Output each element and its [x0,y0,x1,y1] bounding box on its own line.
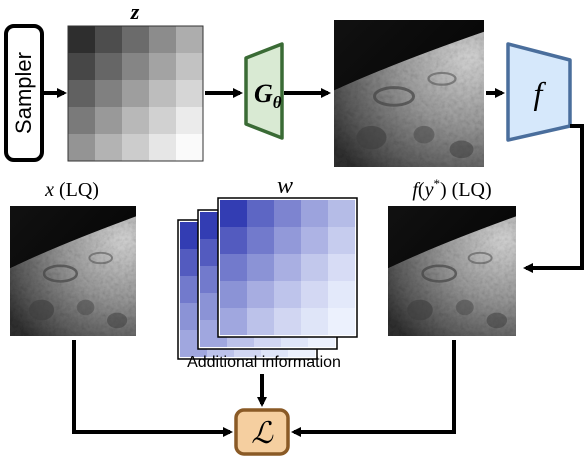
latent-cell [176,107,203,134]
weight-cell [220,200,247,227]
weight-cell [274,308,301,335]
latent-cell [95,134,122,161]
weight-cell [328,281,355,308]
weight-cell [328,308,355,335]
latent-cell [176,134,203,161]
latent-cell [149,53,176,80]
latent-cell [68,26,95,53]
latent-cell [149,80,176,107]
latent-cell [176,26,203,53]
latent-cell [122,80,149,107]
latent-grid-border [67,25,204,162]
latent-cell [176,53,203,80]
latent-cell [95,107,122,134]
generated-image [334,20,484,167]
weight-cell [274,281,301,308]
generated-observation-image [388,206,516,336]
weight-cell [328,227,355,254]
loss-box: ℒ [234,408,290,456]
weight-cell [220,281,247,308]
observation-image [10,206,136,336]
latent-cell [149,107,176,134]
arrow-x-to-loss [72,340,233,437]
latent-cell [176,80,203,107]
latent-grid [67,25,204,162]
weight-cell [301,308,328,335]
latent-cell [68,80,95,107]
latent-cell [68,107,95,134]
weight-cell [301,254,328,281]
sampler-box: Sampler [4,24,44,162]
latent-cell [68,53,95,80]
weight-cell [328,200,355,227]
weight-cell [247,254,274,281]
weight-cell [247,308,274,335]
weight-grid-layer [217,197,358,338]
generator-block: Gθ [244,42,284,140]
additional-info-label: Additional information [187,354,341,371]
latent-cell [149,26,176,53]
latent-cell [149,134,176,161]
arrow-fy-to-loss [291,340,456,437]
latent-cell [122,26,149,53]
observation-label: x (LQ) [44,179,99,201]
generator-label: Gθ [254,79,282,112]
sampler-label: Sampler [11,52,36,134]
weight-cell [274,254,301,281]
latent-cell [122,107,149,134]
forward-operator-block: f [506,42,572,142]
latent-label: z [130,0,140,24]
weight-cell [247,227,274,254]
weight-cell [274,200,301,227]
latent-cell [95,26,122,53]
weight-cell [220,308,247,335]
generated-observation-label: f(y*) (LQ) [412,176,491,201]
arrows [42,88,584,437]
weight-cell [301,281,328,308]
weight-cell [328,254,355,281]
arrow-forward-to-lq [523,124,584,273]
weight-cell [247,281,274,308]
weight-label: w [277,173,293,199]
loss-label: ℒ [251,417,274,450]
weight-cell [301,227,328,254]
weight-grid-stack [177,197,358,360]
weight-cell [274,227,301,254]
latent-cell [95,53,122,80]
latent-cell [95,80,122,107]
latent-cell [68,134,95,161]
latent-cell [122,134,149,161]
weight-cell [247,200,274,227]
weight-cell [220,254,247,281]
weight-cell [301,200,328,227]
latent-cell [122,53,149,80]
weight-cell [220,227,247,254]
